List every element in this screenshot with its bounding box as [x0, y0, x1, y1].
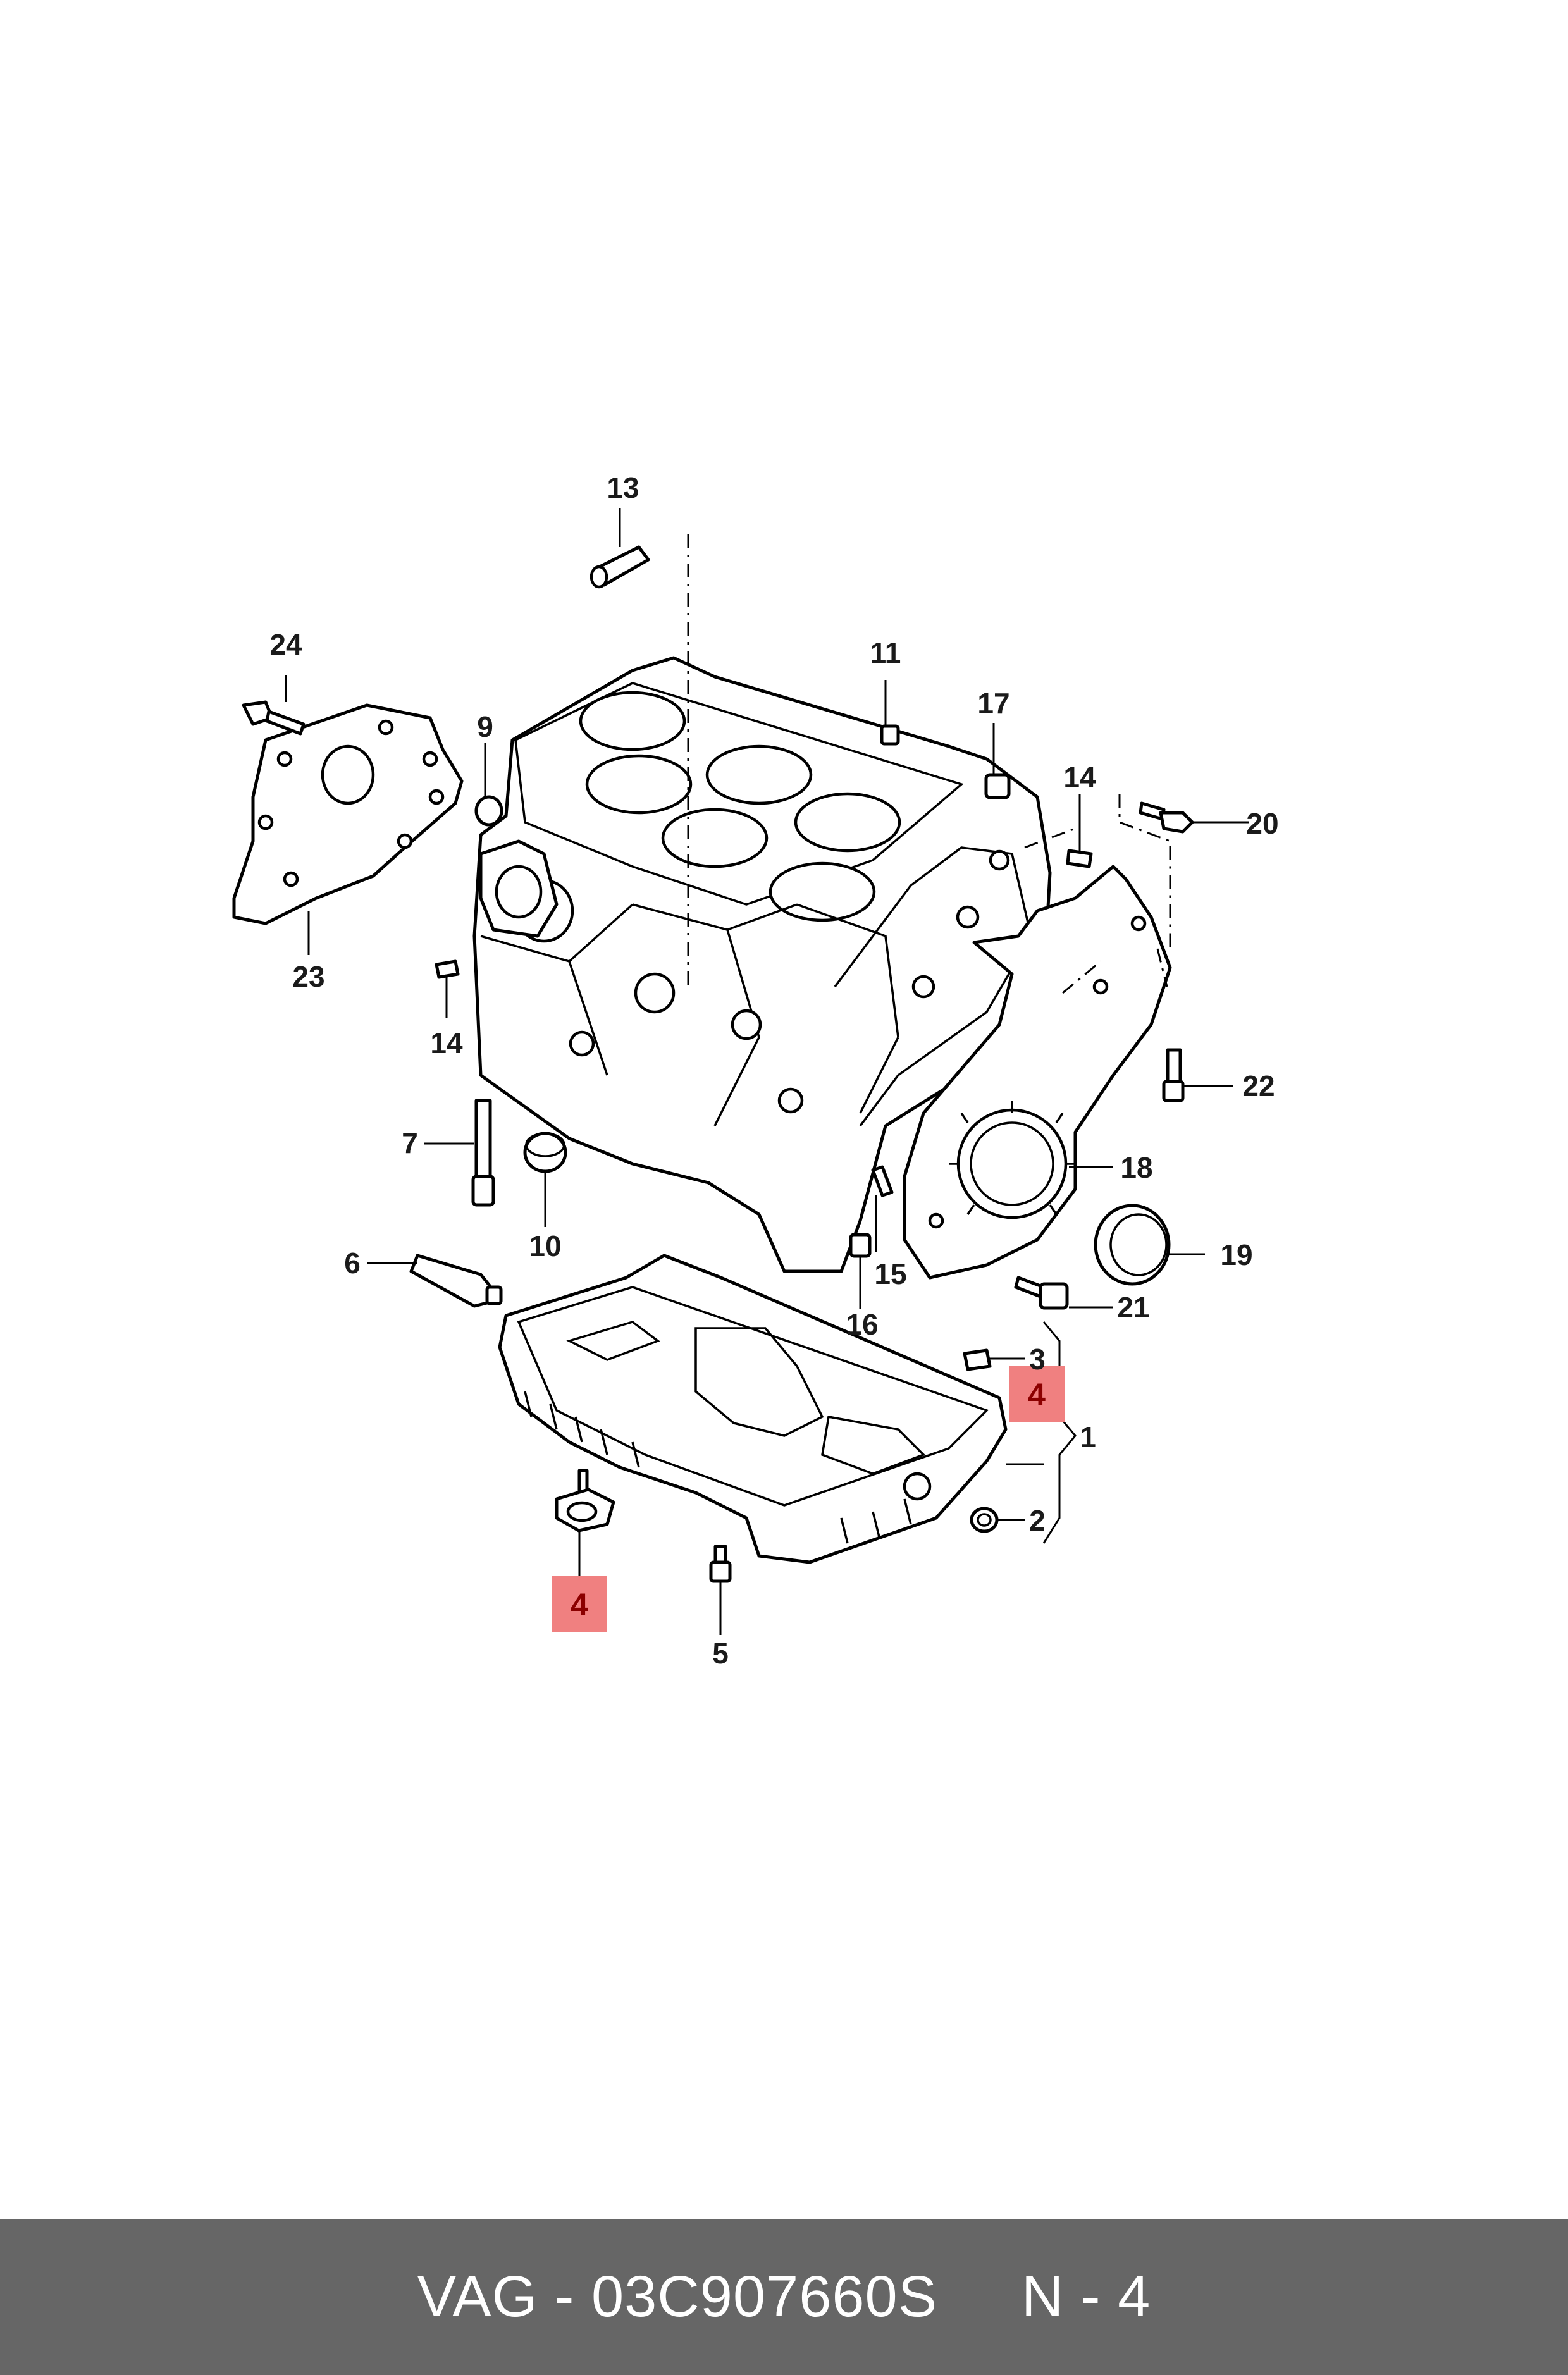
callout-7: 7: [402, 1126, 418, 1159]
callout-23: 23: [292, 960, 324, 993]
footer-separator: -: [538, 2264, 591, 2329]
part-22-bolt: [1162, 1048, 1185, 1102]
footer-part-number: 03C907660S: [591, 2264, 938, 2329]
callout-16: 16: [846, 1308, 878, 1341]
callout-21: 21: [1117, 1291, 1149, 1324]
part-5-bolt: [709, 1545, 732, 1583]
callout-11: 11: [870, 636, 901, 669]
callout-24: 24: [269, 628, 302, 661]
highlight-box-4-left: [552, 1576, 607, 1632]
dash-bracket-22: [1024, 827, 1101, 994]
callout-2: 2: [1029, 1504, 1046, 1537]
part-9-plug: [474, 795, 503, 827]
part-13-dowel: [590, 545, 650, 589]
callout-6: 6: [344, 1247, 361, 1280]
callout-19: 19: [1220, 1238, 1252, 1271]
callout-10: 10: [529, 1230, 561, 1262]
part-15-jet: [871, 1165, 894, 1197]
callout-13: 13: [607, 471, 639, 504]
part-10-plug: [523, 1132, 567, 1173]
part-7-bolt: [471, 1099, 495, 1207]
part-16-sleeve: [849, 1233, 872, 1258]
dash-bracket-20: [1118, 794, 1171, 987]
callout-20: 20: [1246, 807, 1278, 840]
part-3-plug: [963, 1348, 992, 1371]
part-19-seal: [1094, 1204, 1171, 1286]
footer-caption: VAG - 03C907660S N - 4: [417, 2264, 1151, 2330]
part-14-pin-left: [435, 959, 460, 979]
part-11-sleeve: [880, 724, 900, 746]
front-cover: [903, 865, 1172, 1280]
callout-14-right: 14: [1063, 761, 1096, 794]
engine-block: [472, 656, 1052, 1273]
leader-lines: [285, 508, 1249, 1635]
callout-17: 17: [977, 687, 1009, 720]
part-24-bolt: [242, 700, 306, 736]
callout-9: 9: [477, 710, 493, 743]
part-21-bolt: [1014, 1276, 1069, 1310]
callout-15: 15: [874, 1257, 906, 1290]
callout-4-left: 4: [571, 1587, 588, 1622]
footer-bar: VAG - 03C907660S N - 4: [0, 2219, 1568, 2375]
callout-14-left: 14: [430, 1027, 463, 1059]
rear-seal-flange: [232, 703, 464, 925]
exploded-parts-diagram: 13 24 9 11 17 14 20 23 14 22 7 18 10 19 …: [232, 471, 1279, 1670]
part-4-sensor: [555, 1469, 615, 1533]
footer-brand: VAG: [417, 2264, 538, 2329]
highlight-box-4-right: [1009, 1366, 1065, 1422]
callout-22: 22: [1242, 1070, 1275, 1102]
footer-gap: [937, 2264, 1022, 2329]
callout-5: 5: [712, 1637, 729, 1670]
part-20-bolt: [1139, 801, 1194, 834]
oil-pan: [498, 1254, 1008, 1564]
part-17-sleeve: [984, 773, 1011, 799]
part-6-tube: [409, 1254, 503, 1308]
callout-3: 3: [1029, 1343, 1046, 1376]
part-2-washer: [970, 1507, 999, 1533]
footer-position-label: N - 4: [1021, 2264, 1151, 2329]
callout-18: 18: [1120, 1151, 1152, 1184]
part-14-pin-right: [1066, 849, 1093, 868]
callout-4-right: 4: [1028, 1377, 1046, 1412]
callout-1: 1: [1080, 1421, 1096, 1453]
